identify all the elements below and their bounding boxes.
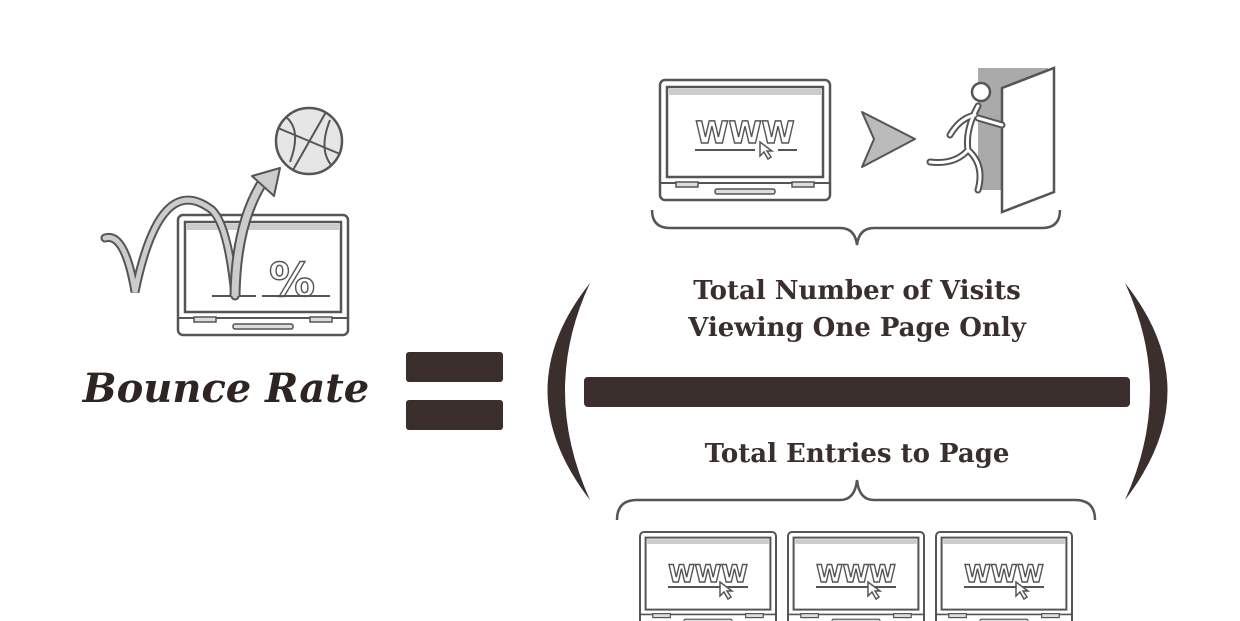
bounce-rate-title: Bounce Rate	[82, 365, 369, 412]
right-parenthesis	[1125, 283, 1168, 500]
top-brace	[650, 209, 1062, 246]
www-laptop-icon: WWW	[658, 78, 832, 202]
percent-symbol: %	[269, 253, 315, 307]
entry-laptop-3: WWW	[934, 530, 1074, 621]
bounce-arrow-icon	[100, 167, 281, 301]
fraction-bar	[584, 377, 1130, 407]
arrow-right-icon	[861, 111, 916, 168]
basketball-icon	[274, 106, 344, 176]
svg-text:WWW: WWW	[695, 116, 794, 151]
left-parenthesis	[547, 283, 590, 500]
svg-text:WWW: WWW	[964, 560, 1043, 588]
denominator-label: Total Entries to Page	[705, 439, 1010, 469]
entry-laptop-2: WWW	[786, 530, 926, 621]
numerator-line-2: Viewing One Page Only	[687, 313, 1027, 343]
svg-text:WWW: WWW	[668, 560, 747, 588]
bounce-laptop-icon: %	[176, 213, 350, 337]
equals-sign	[406, 352, 503, 430]
entry-laptop-1: WWW	[638, 530, 778, 621]
svg-text:WWW: WWW	[816, 560, 895, 588]
bottom-brace	[615, 479, 1097, 521]
numerator-line-1: Total Number of Visits	[693, 276, 1020, 306]
exit-door-icon	[926, 66, 1056, 214]
